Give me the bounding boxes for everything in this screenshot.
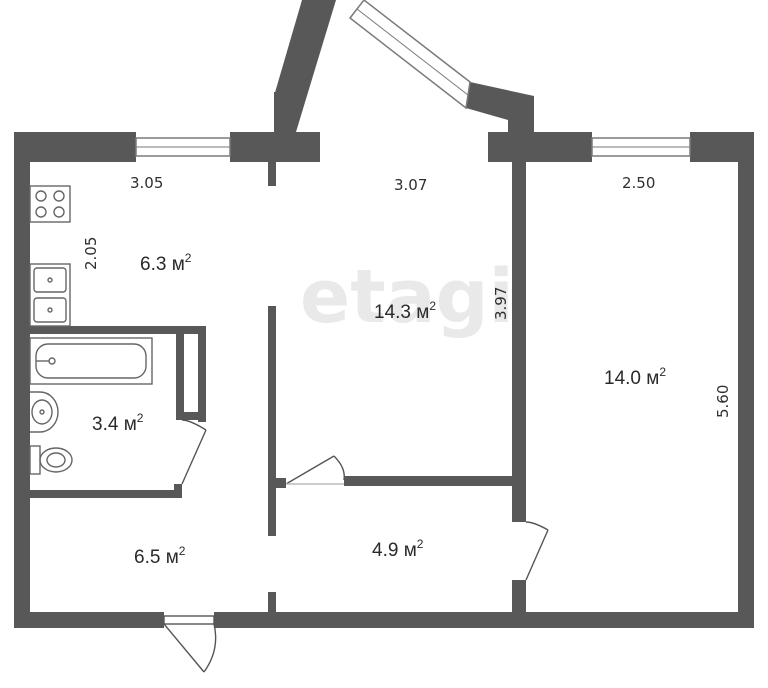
washbasin-icon: [30, 391, 59, 433]
bathtub-icon: [29, 337, 153, 385]
dim-kitchen-depth: 2.05: [82, 237, 100, 270]
dim-bedroom-width: 2.50: [622, 174, 655, 192]
dim-living-width: 3.07: [394, 176, 427, 194]
walls: [14, 0, 754, 628]
dim-kitchen-width: 3.05: [130, 174, 163, 192]
room-area-living: 14.3 м2: [374, 299, 436, 323]
windows: [135, 0, 691, 157]
room-area-bath: 3.4 м2: [92, 411, 144, 435]
stove-icon: [29, 185, 71, 223]
room-area-bedroom: 14.0 м2: [604, 365, 666, 389]
dim-bedroom-depth: 5.60: [714, 385, 732, 418]
doors: [163, 419, 549, 673]
room-area-hall: 6.5 м2: [134, 544, 186, 568]
kitchen-sink-icon: [29, 263, 71, 327]
room-area-kitchen: 6.3 м2: [140, 251, 192, 275]
toilet-icon: [29, 445, 73, 475]
watermark: etagi: [300, 254, 514, 340]
room-area-corridor: 4.9 м2: [372, 537, 424, 561]
dim-living-depth: 3.97: [492, 287, 510, 320]
